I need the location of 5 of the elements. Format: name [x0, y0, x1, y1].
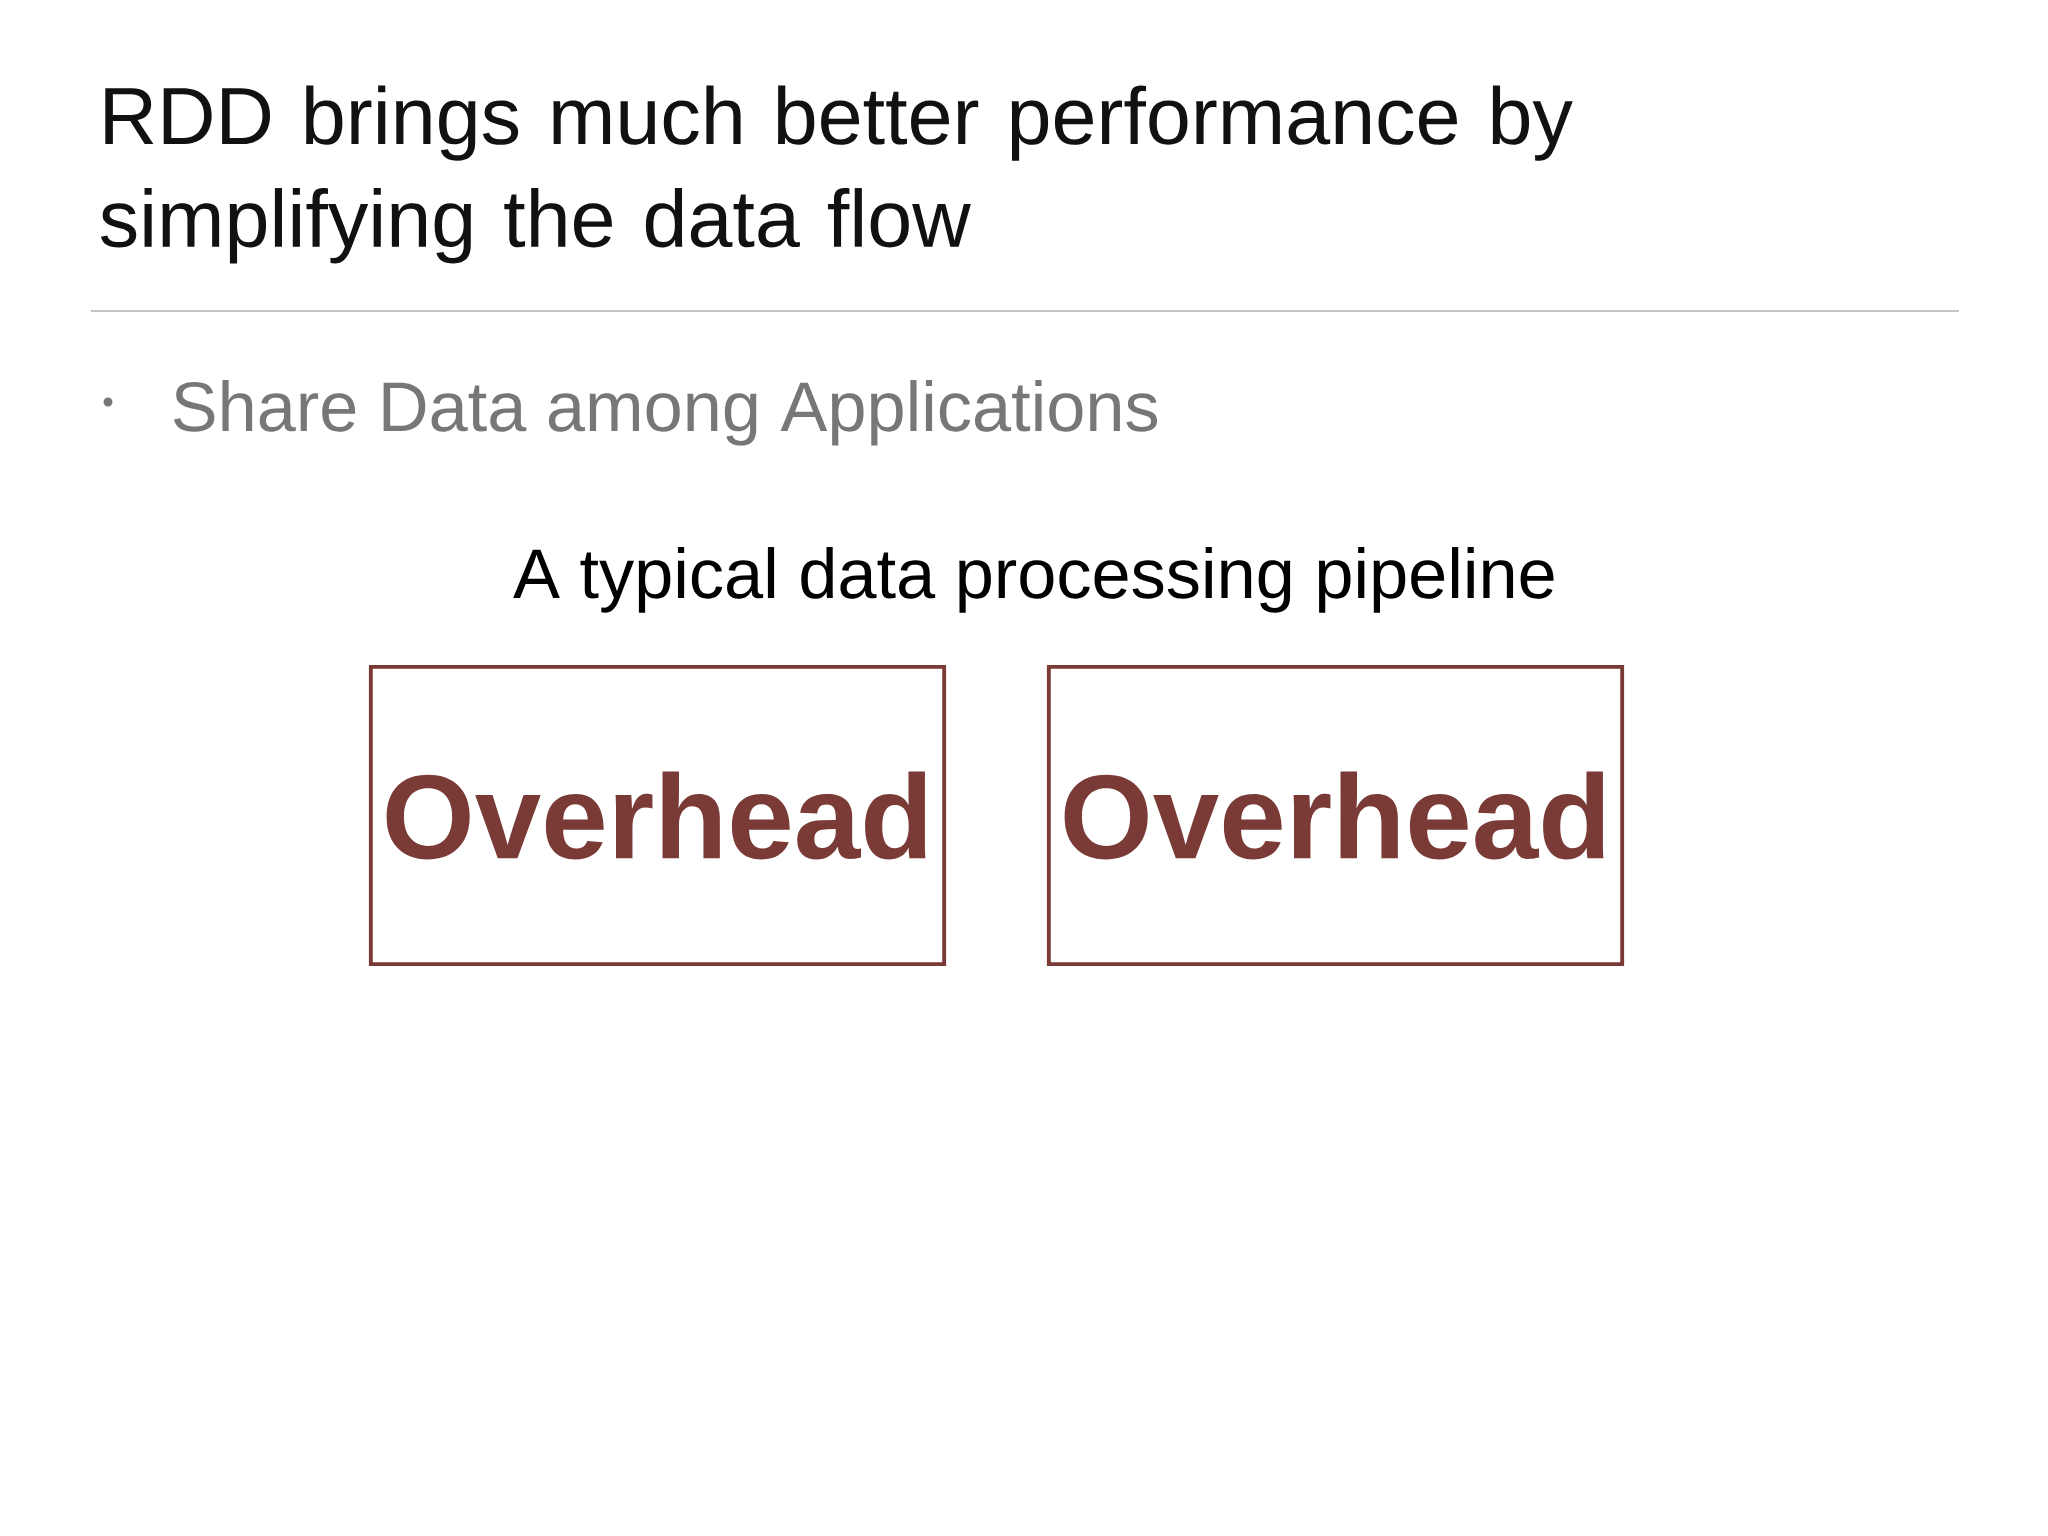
subheading: A typical data processing pipeline — [513, 547, 1554, 613]
title: RDD brings much better performance by simplifying the data flow — [100, 85, 1573, 264]
process-box: Overhead — [368, 665, 947, 967]
process-box: Overhead — [1046, 665, 1625, 967]
bullet-text: Share Data among Applications — [173, 380, 1158, 446]
